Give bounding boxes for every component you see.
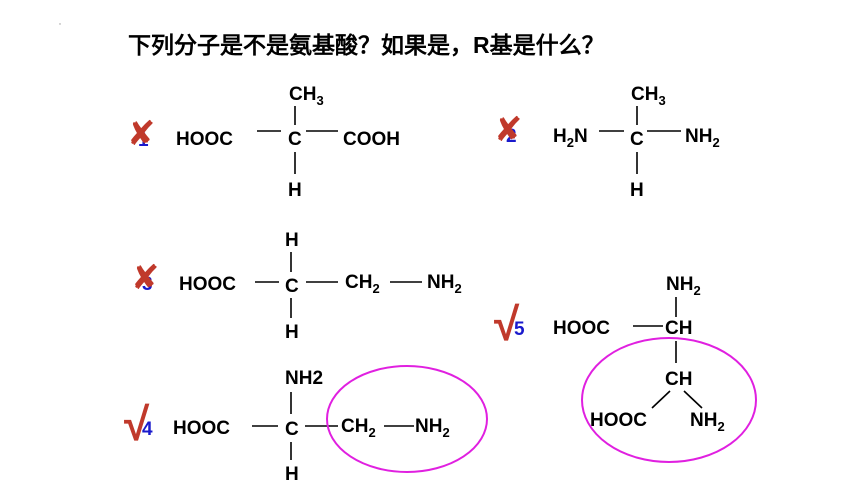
molecule-number-4: 4	[142, 419, 153, 440]
molecule-5: 5 √ NH2 HOOC CH CH HOOC NH2	[494, 274, 757, 463]
branch-group-nh2: NH2	[690, 410, 725, 434]
nh2-main: NH	[685, 126, 712, 147]
ch2-main: CH	[341, 416, 368, 437]
check-mark-5: √	[494, 298, 520, 350]
cross-mark-3: ✘	[131, 259, 160, 297]
ch2-subscript: 2	[368, 425, 375, 440]
group-ch3: CH3	[631, 84, 666, 108]
group-nh2: NH2	[427, 272, 462, 296]
ch2-main: CH	[345, 272, 372, 293]
r-group-circle	[326, 365, 488, 473]
h2n-subscript: 2	[567, 135, 574, 150]
nh2-main: NH	[427, 272, 454, 293]
bond-line	[651, 390, 671, 409]
branch-group-hooc: HOOC	[590, 410, 647, 431]
molecule-number-5: 5	[514, 319, 525, 340]
group-h2n: H2N	[553, 126, 588, 150]
stray-dot	[59, 23, 61, 25]
carbon-atom: C	[630, 129, 644, 150]
ch3-subscript: 3	[658, 93, 665, 108]
group-hooc: HOOC	[553, 318, 610, 339]
hydrogen-atom-bottom: H	[285, 322, 299, 343]
ch3-main: CH	[631, 84, 658, 105]
ch3-subscript: 3	[316, 93, 323, 108]
molecule-2: 2 ✘ H2N C NH2 CH3 H	[494, 84, 720, 201]
nh2-main: NH	[415, 416, 442, 437]
h2n-n: N	[574, 126, 588, 147]
bond-line	[683, 390, 703, 409]
hydrogen-atom: H	[285, 464, 299, 484]
cross-mark-2: ✘	[494, 111, 523, 149]
molecule-number-3: 3	[142, 274, 153, 295]
nh2-subscript: 2	[712, 135, 719, 150]
nh2-subscript: 2	[454, 281, 461, 296]
group-ch2: CH2	[341, 416, 376, 440]
molecule-3: 3 ✘ HOOC C CH2 NH2 H H	[131, 230, 462, 343]
group-nh2-top: NH2	[285, 368, 323, 389]
check-mark-4: √	[124, 398, 150, 450]
hydrogen-atom: H	[288, 180, 302, 201]
group-nh2-top: NH2	[666, 274, 701, 298]
nh2-subscript: 2	[693, 283, 700, 298]
carbon-atom: C	[285, 276, 299, 297]
molecule-number-2: 2	[506, 126, 517, 147]
nh2-main: NH	[666, 274, 693, 295]
carbon-atom: C	[288, 129, 302, 150]
ch2-subscript: 2	[372, 281, 379, 296]
group-cooh: COOH	[343, 129, 400, 150]
group-hooc: HOOC	[179, 274, 236, 295]
nh2-main: NH	[690, 410, 717, 431]
question-title: 下列分子是不是氨基酸？如果是，R基是什么？	[128, 32, 605, 58]
cross-mark-1: ✘	[127, 115, 156, 153]
h2n-h: H	[553, 126, 567, 147]
group-ch3: CH3	[289, 84, 324, 108]
molecule-4: 4 √ HOOC C CH2 NH2 NH2 H	[124, 365, 488, 484]
r-group-circle	[581, 337, 757, 463]
group-nh2: NH2	[415, 416, 450, 440]
group-hooc: HOOC	[173, 418, 230, 439]
molecule-number-1: 1	[138, 130, 149, 151]
hydrogen-atom-top: H	[285, 230, 299, 251]
alpha-carbon-ch: CH	[665, 318, 692, 339]
group-ch2: CH2	[345, 272, 380, 296]
carbon-atom: C	[285, 419, 299, 440]
nh2-subscript: 2	[442, 425, 449, 440]
molecule-1: 1 ✘ HOOC C COOH CH3 H	[127, 84, 400, 201]
hydrogen-atom: H	[630, 180, 644, 201]
ch3-main: CH	[289, 84, 316, 105]
nh2-subscript: 2	[717, 419, 724, 434]
group-nh2: NH2	[685, 126, 720, 150]
group-hooc: HOOC	[176, 129, 233, 150]
branch-carbon-ch: CH	[665, 369, 692, 390]
